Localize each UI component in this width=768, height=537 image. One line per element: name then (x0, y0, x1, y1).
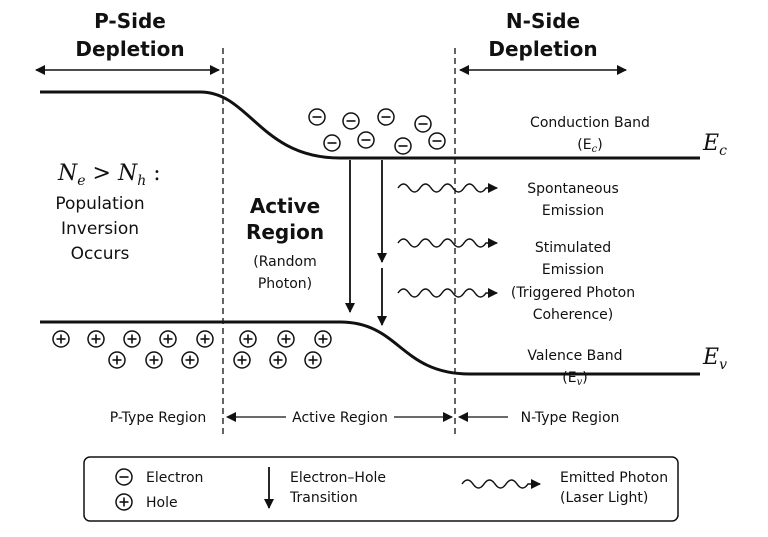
legend-hole-icon (115, 493, 133, 511)
legend-transition-line1: Electron–Hole (290, 470, 386, 486)
stimulated-line1: Stimulated (535, 240, 611, 256)
ec-symbol: Ec (702, 131, 727, 159)
legend-transition-line2: Transition (289, 490, 358, 506)
hole-2 (87, 330, 105, 348)
valence-band-symbol: (Ev) (562, 370, 587, 388)
p-side-title-line1: P-Side (94, 9, 166, 33)
legend-electron-icon (115, 468, 133, 486)
hole-3 (123, 330, 141, 348)
spontaneous-photon-wave (397, 183, 498, 193)
active-title-line1: Active (250, 194, 320, 218)
stimulated-line2: Emission (542, 262, 604, 278)
hole-13 (269, 351, 287, 369)
hole-14 (304, 351, 322, 369)
n-side-title-line2: Depletion (488, 37, 597, 61)
electron-5 (323, 134, 341, 152)
electron-8 (428, 132, 446, 150)
conduction-band-line (40, 90, 700, 160)
hole-10 (277, 330, 295, 348)
hole-11 (314, 330, 332, 348)
active-region-label: Active Region (292, 410, 388, 426)
population-condition: Ne > Nh : (57, 161, 161, 189)
active-title-line2: Region (246, 220, 324, 244)
electron-4 (414, 115, 432, 133)
conduction-band-label: Conduction Band (530, 115, 650, 131)
stimulated-photon-wave (397, 238, 498, 248)
electron-6 (357, 131, 375, 149)
valence-band-line (40, 320, 700, 376)
stimulated-line3: (Triggered Photon (511, 285, 635, 301)
stimulated-line4: Coherence) (533, 307, 614, 323)
conduction-band-symbol: (Ec) (577, 137, 602, 155)
hole-12 (233, 351, 251, 369)
legend-hole-label: Hole (146, 495, 178, 511)
hole-1 (52, 330, 70, 348)
electron-7 (394, 137, 412, 155)
hole-9 (239, 330, 257, 348)
charge-carriers (52, 108, 446, 511)
triggered-photon-wave (397, 288, 498, 298)
active-sub-line2: Photon) (258, 276, 312, 292)
electron-2 (342, 112, 360, 130)
active-sub-line1: (Random (253, 254, 316, 270)
legend-photon-wave (461, 479, 541, 489)
hole-4 (159, 330, 177, 348)
hole-5 (196, 330, 214, 348)
p-side-title-line2: Depletion (75, 37, 184, 61)
valence-band-label: Valence Band (527, 348, 622, 364)
p-type-region-label: P-Type Region (110, 410, 206, 426)
photon-waves (397, 183, 541, 489)
population-line1: Population (55, 194, 144, 214)
spontaneous-line1: Spontaneous (527, 181, 619, 197)
electron-3 (377, 108, 395, 126)
population-line2: Inversion (61, 219, 139, 239)
population-line3: Occurs (71, 244, 130, 264)
spontaneous-line2: Emission (542, 203, 604, 219)
n-type-region-label: N-Type Region (521, 410, 620, 426)
hole-6 (108, 351, 126, 369)
ev-symbol: Ev (702, 345, 727, 373)
legend-box (83, 456, 679, 522)
hole-7 (145, 351, 163, 369)
electron-1 (308, 108, 326, 126)
legend-photon-line1: Emitted Photon (560, 470, 668, 486)
legend-electron-label: Electron (146, 470, 203, 486)
legend-photon-line2: (Laser Light) (560, 490, 648, 506)
n-side-title-line1: N-Side (506, 9, 580, 33)
hole-8 (181, 351, 199, 369)
